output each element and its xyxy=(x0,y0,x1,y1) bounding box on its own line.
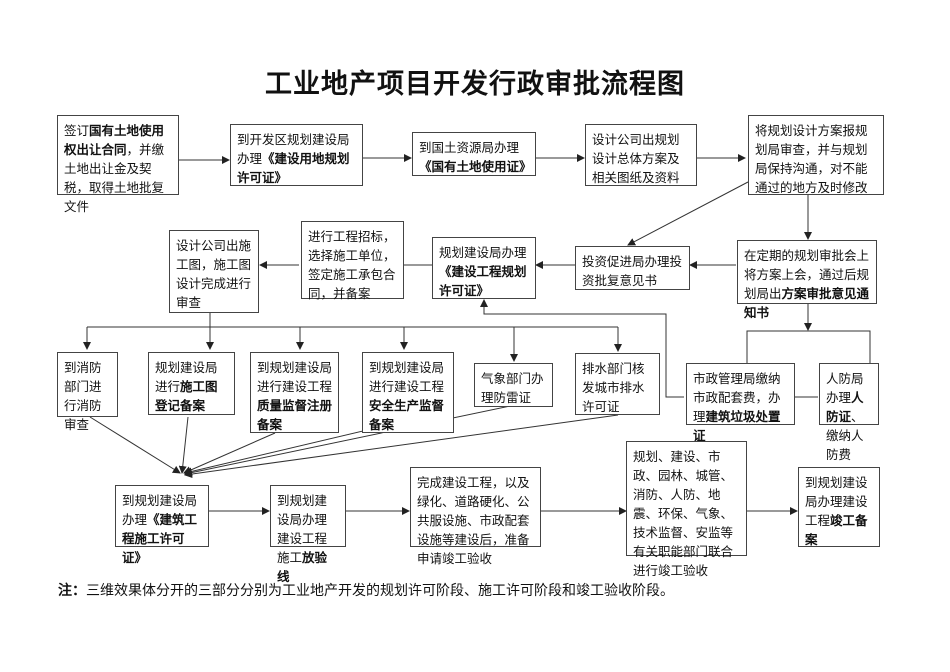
step-text-bold: 《建设工程规划许可证》 xyxy=(439,264,527,298)
step-text-bold: 放验线 xyxy=(277,550,328,584)
step-text: 到规划建设局办理 xyxy=(122,493,198,527)
step-text: 到规划建设局办理建设工程施工 xyxy=(277,493,328,565)
step-text: 将规划设计方案报规划局审查，并与规划局保持沟通，对不能通过的地方及时修改 xyxy=(755,123,868,195)
step-text: 到规划建设局进行建设工程 xyxy=(369,360,445,394)
step-text: 设计公司出施工图，施工图设计完成进行审查 xyxy=(176,238,252,310)
step-text: 、缴纳人防费 xyxy=(826,409,864,462)
step-box-n18: 人防局办理人防证、缴纳人防费 xyxy=(819,363,879,462)
step-text: 完成建设工程，以及绿化、道路硬化、公共服设施、市政配套设施等建设后，准备申请竣工… xyxy=(417,475,530,566)
step-text: 气象部门办理防雷证 xyxy=(481,371,544,405)
step-box-n19: 到规划建设局办理《建筑工程施工许可证》 xyxy=(115,485,209,565)
step-text: 投资促进局办理投资批复意见书 xyxy=(582,254,683,288)
step-text: 规划建设局办理 xyxy=(439,245,527,260)
step-text-bold: 国有土地使用权出让合同 xyxy=(64,123,165,157)
step-text: 规划建设局进行 xyxy=(155,360,218,394)
step-text-bold: 人防证 xyxy=(826,390,864,424)
step-text: 到开发区规划建设局办理 xyxy=(237,132,350,166)
footnote: 注：三维效果体分开的三部分分别为工业地产开发的规划许可阶段、施工许可阶段和竣工验… xyxy=(58,580,674,600)
step-box-n8: 规划建设局办理《建设工程规划许可证》 xyxy=(432,237,536,299)
step-text: 进行工程招标，选择施工单位，签定施工承包合同，并备案 xyxy=(308,229,396,301)
step-box-n4: 设计公司出规划设计总体方案及相关图纸及资料 xyxy=(585,124,697,186)
step-box-n12: 规划建设局进行施工图登记备案 xyxy=(148,352,235,415)
step-text: 规划、建设、市政、园林、城管、消防、人防、地震、环保、气象、技术监督、安监等有关… xyxy=(633,449,734,578)
step-text: 签订 xyxy=(64,123,90,138)
step-box-n5: 将规划设计方案报规划局审查，并与规划局保持沟通，对不能通过的地方及时修改 xyxy=(748,115,884,195)
step-text-bold: 《建设用地规划许可证》 xyxy=(237,151,350,185)
step-text: 在定期的规划审批会上将方案上会，通过后规划局出 xyxy=(744,248,870,301)
step-text: 到国土资源局办理 xyxy=(419,140,520,155)
step-text: ，并缴土地出让金及契税，取得土地批复文件 xyxy=(64,142,165,214)
step-text-bold: 施工图登记备案 xyxy=(155,379,218,413)
footnote-label: 注： xyxy=(58,583,86,599)
step-text-bold: 竣工备案 xyxy=(805,513,868,547)
step-box-n10: 设计公司出施工图，施工图设计完成进行审查 xyxy=(169,230,259,313)
arrow-n17-n8 xyxy=(480,299,684,398)
step-text-bold: 《国有土地使用证》 xyxy=(419,159,532,174)
step-box-n21: 完成建设工程，以及绿化、道路硬化、公共服设施、市政配套设施等建设后，准备申请竣工… xyxy=(410,467,541,566)
step-text: 人防局办理 xyxy=(826,371,864,405)
step-box-n7: 投资促进局办理投资批复意见书 xyxy=(575,246,690,290)
step-text: 排水部门核发城市排水许可证 xyxy=(582,361,645,414)
step-box-n17: 市政管理局缴纳市政配套费，办理建筑垃圾处置证 xyxy=(686,363,795,443)
diagram-title: 工业地产项目开发行政审批流程图 xyxy=(265,69,685,100)
step-text: 到规划建设局办理建设工程 xyxy=(805,475,868,528)
step-text-bold: 安全生产监督备案 xyxy=(369,398,445,432)
step-box-n20: 到规划建设局办理建设工程施工放验线 xyxy=(270,485,346,584)
step-box-n16: 排水部门核发城市排水许可证 xyxy=(575,353,660,415)
step-text-bold: 建筑垃圾处置证 xyxy=(693,409,781,443)
step-box-n15: 气象部门办理防雷证 xyxy=(474,363,553,407)
step-text-bold: 方案审批意见通知书 xyxy=(744,286,870,320)
step-box-n3: 到国土资源局办理《国有土地使用证》 xyxy=(412,132,536,176)
step-box-n6: 在定期的规划审批会上将方案上会，通过后规划局出方案审批意见通知书 xyxy=(737,240,877,320)
step-text: 到消防部门进行消防审查 xyxy=(64,360,102,432)
step-box-n2: 到开发区规划建设局办理《建设用地规划许可证》 xyxy=(230,124,363,186)
step-box-n14: 到规划建设局进行建设工程安全生产监督备案 xyxy=(362,352,454,433)
step-box-n23: 到规划建设局办理建设工程竣工备案 xyxy=(798,467,880,547)
footnote-text: 三维效果体分开的三部分分别为工业地产开发的规划许可阶段、施工许可阶段和竣工验收阶… xyxy=(86,583,674,599)
step-box-n22: 规划、建设、市政、园林、城管、消防、人防、地震、环保、气象、技术监督、安监等有关… xyxy=(626,441,747,578)
step-box-n13: 到规划建设局进行建设工程质量监督注册备案 xyxy=(250,352,339,433)
step-box-n1: 签订国有土地使用权出让合同，并缴土地出让金及契税，取得土地批复文件 xyxy=(57,115,179,214)
step-text: 到规划建设局进行建设工程 xyxy=(257,360,333,394)
arrow-n5-n7 xyxy=(627,181,749,246)
step-text-bold: 《建筑工程施工许可证》 xyxy=(122,512,198,565)
step-text-bold: 质量监督注册备案 xyxy=(257,398,333,432)
step-box-n9: 进行工程招标，选择施工单位，签定施工承包合同，并备案 xyxy=(301,221,404,301)
step-text: 市政管理局缴纳市政配套费，办理 xyxy=(693,371,781,424)
step-text: 设计公司出规划设计总体方案及相关图纸及资料 xyxy=(592,132,680,185)
step-box-n11: 到消防部门进行消防审查 xyxy=(57,352,118,432)
